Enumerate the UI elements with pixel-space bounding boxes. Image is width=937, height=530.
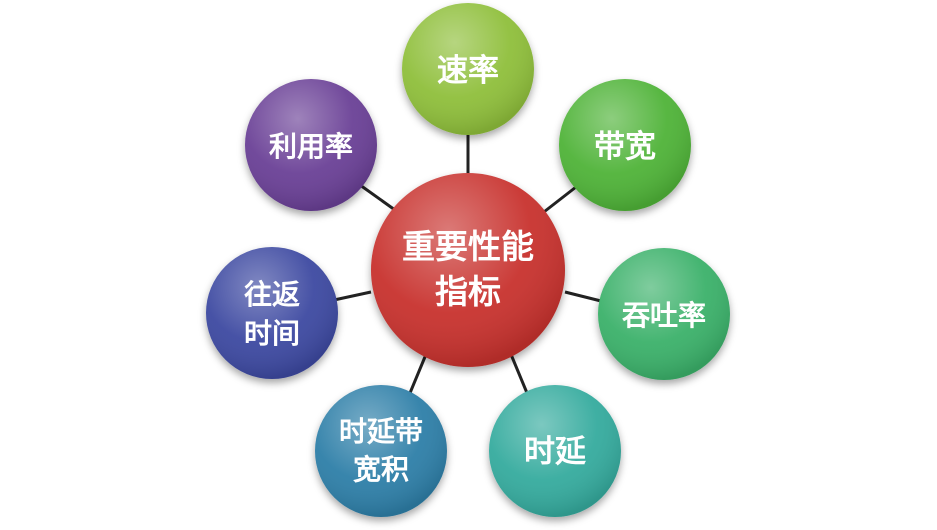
- node-bdp-label-line2: 宽积: [353, 453, 409, 486]
- node-delay-label: 时延: [524, 434, 587, 470]
- node-util-label: 利用率: [269, 130, 353, 163]
- node-bandwidth: 带宽: [559, 79, 691, 211]
- node-bdp-label-line1: 时延带: [339, 415, 423, 448]
- center-label-line1: 重要性能: [402, 227, 534, 266]
- connectors: [333, 135, 606, 394]
- node-rtt-label-line2: 时间: [244, 317, 300, 350]
- node-throughput: 吞吐率: [598, 248, 730, 380]
- node-bdp: 时延带 宽积: [315, 385, 447, 517]
- connector-throughput: [564, 290, 606, 304]
- node-delay: 时延: [489, 385, 621, 517]
- connector-bdp: [408, 351, 429, 394]
- node-util: 利用率: [245, 79, 377, 211]
- connector-delay: [508, 351, 529, 394]
- center-label-line2: 指标: [435, 272, 501, 311]
- node-speed-label: 速率: [437, 53, 499, 89]
- center-node: 重要性能 指标: [371, 173, 565, 367]
- node-rtt-label-line1: 往返: [244, 278, 300, 311]
- connector-rtt: [333, 290, 372, 302]
- connector-util: [359, 183, 396, 212]
- node-speed: 速率: [402, 3, 534, 135]
- node-throughput-label: 吞吐率: [622, 299, 706, 332]
- node-bandwidth-label: 带宽: [594, 129, 656, 165]
- node-rtt: 往返 时间: [206, 247, 338, 379]
